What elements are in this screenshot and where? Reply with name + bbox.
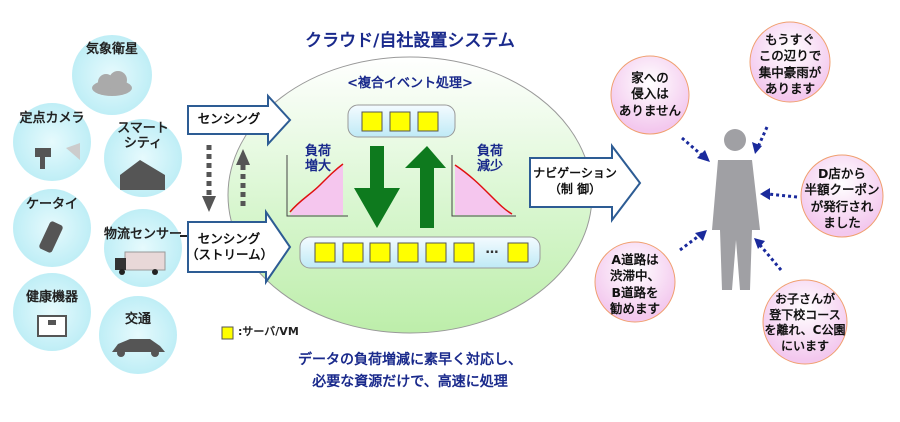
message-intrusion: 家への侵入はありません [618,70,682,118]
message-coupon: D店から半額クーポンが発行されました [804,166,880,230]
page-title: クラウド/自社設置システム [305,31,515,51]
sensing-bottom-label-2: （ストリーム） [186,247,274,262]
caption-line-2: 必要な資源だけで、高速に処理 [312,374,508,390]
person-icon [712,129,760,290]
source-label-weather-satellite: 気象衛星 [85,42,138,57]
source-label-smart-city: スマートシティ [117,121,169,151]
message-bubbles [594,21,884,365]
cloud-icon [92,71,132,96]
caption-line-1: データの負荷増減に素早く対応し、 [298,352,522,368]
house-icon [120,160,165,190]
source-label-camera: 定点カメラ [19,111,85,126]
message-child-location: お子さんが登下校コースを離れ、C公園にいます [764,292,846,353]
navigation-label-2: （制 御） [548,182,602,196]
source-label-logistics-sensor: 物流センサー [103,227,182,242]
source-label-health-device: 健康機器 [25,290,78,305]
load-decrease-chart [451,155,516,217]
legend-label: :サーバ/VM [238,325,299,338]
load-increase-label-1: 負荷 [304,144,331,159]
cep-label: <複合イベント処理> [347,76,473,91]
load-increase-label-2: 増大 [304,159,331,174]
legend-server-icon [221,326,234,340]
more-servers-ellipsis: … [485,242,499,257]
scale-down-arrow [354,146,400,228]
phone-icon [39,221,63,253]
load-increase-chart [286,155,348,217]
message-road-traffic: A道路は渋滞中、B道路を勧めます [609,252,660,316]
dashed-down-arrow [202,145,216,212]
load-decrease-label-2: 減少 [476,159,503,174]
server-squares-top [361,111,439,132]
dotted-arrows [679,126,798,271]
server-squares-bottom [314,242,529,263]
load-decrease-label-1: 負荷 [476,144,503,159]
car-icon [112,339,165,357]
sensing-top-label: センシング [197,111,261,126]
scale-up-arrow [405,146,446,228]
source-label-traffic: 交通 [124,312,151,327]
message-heavy-rain: もうすぐこの辺りで集中豪雨があります [758,32,822,96]
navigation-label-1: ナビゲーション [533,166,617,180]
sensing-bottom-label-1: センシング [197,231,261,246]
navigation-arrow [529,143,642,223]
camera-icon [35,143,80,169]
sensing-top-arrow [187,93,292,147]
truck-icon [115,251,166,275]
scale-icon [37,315,67,337]
sensing-bottom-arrow [187,208,292,286]
source-label-mobile: ケータイ [25,197,78,212]
dashed-up-arrow [236,149,250,210]
